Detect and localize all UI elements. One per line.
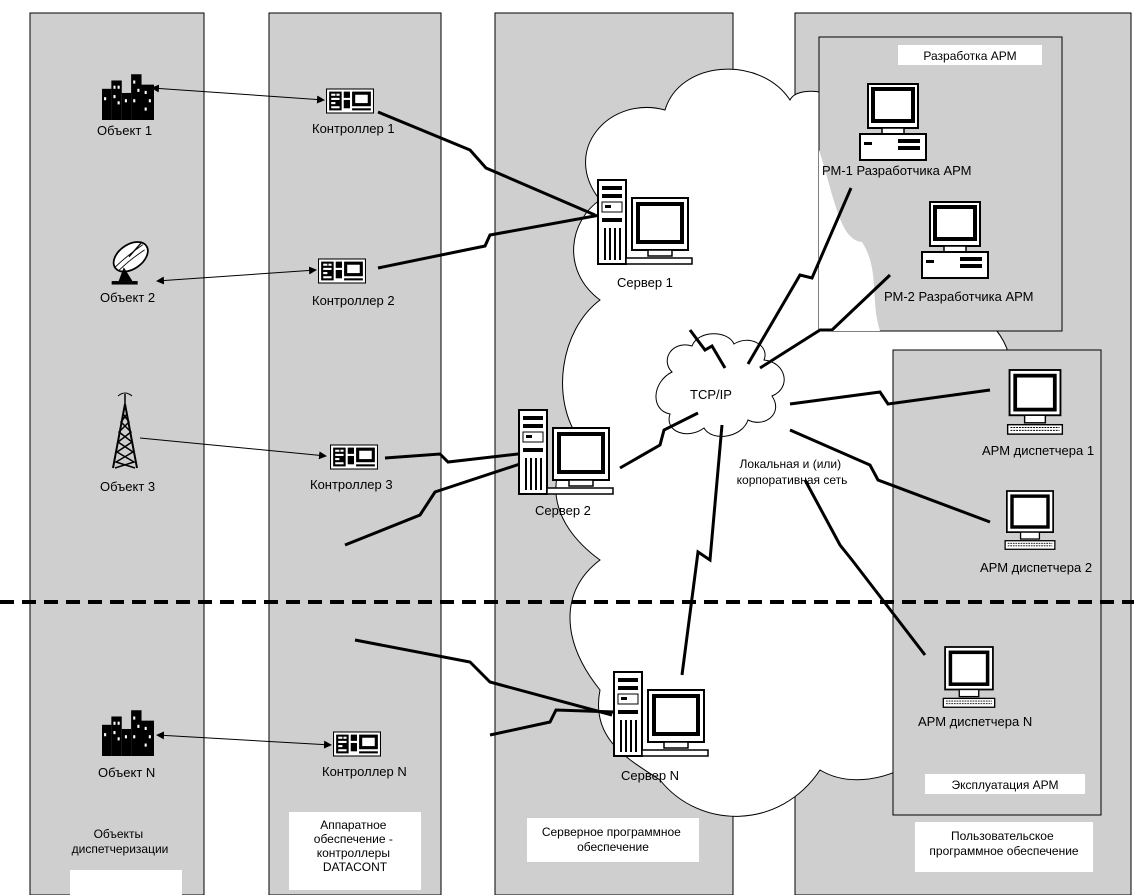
column-caption-server-sw: Серверное программное обеспечение — [542, 825, 684, 854]
controller-icon — [326, 88, 374, 114]
dispatcher-workstation-icon — [1003, 489, 1057, 552]
controller-label: Контроллер 2 — [312, 293, 395, 308]
column-caption-line: Серверное программное — [542, 825, 681, 839]
column-caption-line: DATACONT — [323, 860, 388, 874]
controller-label: Контроллер 3 — [310, 477, 393, 492]
controller-icon — [333, 731, 381, 757]
developer-workstation-icon — [858, 82, 928, 162]
workstation-label: АРМ диспетчера 2 — [980, 560, 1092, 575]
column-caption-line: обеспечение - — [314, 832, 393, 846]
object-controller-links — [139, 84, 332, 749]
column-caption-line: Объекты — [94, 827, 144, 841]
network-description-line: Локальная и (или) — [740, 457, 842, 471]
workstation-label: АРМ диспетчера N — [918, 714, 1032, 729]
operation-group-title: Эксплуатация АРМ — [951, 778, 1058, 792]
column-caption-objects: Объекты диспетчеризации — [72, 827, 169, 856]
object-label: Объект 2 — [100, 290, 155, 305]
server-label: Сервер 1 — [617, 275, 673, 290]
column-caption-line: программное обеспечение — [929, 844, 1078, 858]
object-label: Объект 3 — [100, 479, 155, 494]
column-caption-line: обеспечение — [577, 840, 649, 854]
controller-label: Контроллер N — [322, 764, 407, 779]
network-protocol-label: TCP/IP — [690, 387, 732, 402]
controller-label: Контроллер 1 — [312, 121, 395, 136]
dispatcher-workstation-icon — [1005, 368, 1065, 437]
object-label: Объект N — [98, 765, 155, 780]
column-caption-line: Аппаратное — [320, 818, 387, 832]
server-label: Сервер 2 — [535, 503, 591, 518]
developer-workstation-icon — [920, 200, 990, 280]
network-description-label: Локальная и (или) корпоративная сеть — [737, 457, 848, 487]
workstation-label: РМ-1 Разработчика АРМ — [822, 163, 972, 178]
column-caption-line: контроллеры — [317, 846, 390, 860]
workstation-label: АРМ диспетчера 1 — [982, 443, 1094, 458]
operation-group-box — [892, 349, 1102, 816]
workstation-label: РМ-2 Разработчика АРМ — [884, 289, 1034, 304]
network-description-line: корпоративная сеть — [737, 473, 848, 487]
dispatcher-workstation-icon — [941, 645, 997, 710]
controller-icon — [318, 258, 366, 284]
controller-icon — [330, 444, 378, 470]
column-caption-user-sw: Пользовательское программное обеспечение — [929, 829, 1078, 858]
column-caption-hardware: Аппаратное обеспечение - контроллеры DAT… — [314, 818, 396, 874]
server-label: Сервер N — [621, 768, 679, 783]
object-label: Объект 1 — [97, 123, 152, 138]
development-group-title: Разработка АРМ — [923, 49, 1016, 63]
column-caption-line: диспетчеризации — [72, 842, 169, 856]
column-caption-line: Пользовательское — [951, 829, 1054, 843]
lightning-links — [344, 110, 991, 737]
